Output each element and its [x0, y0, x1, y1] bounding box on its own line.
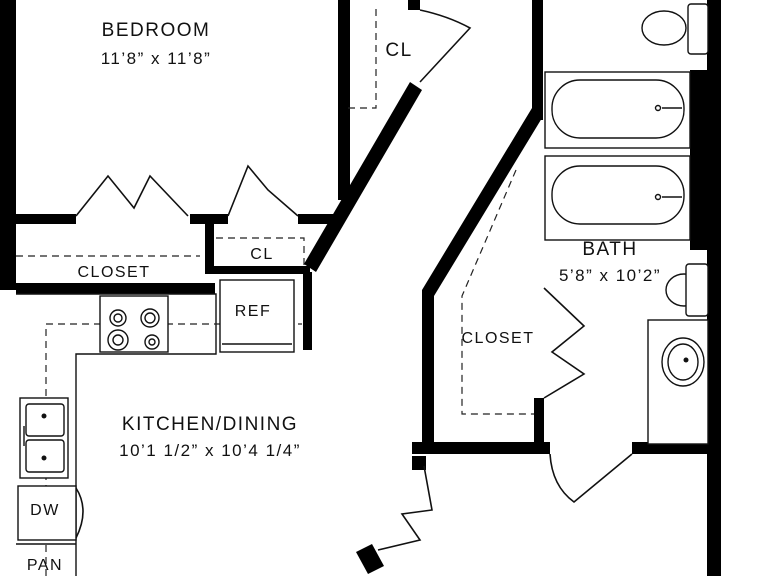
- bedroom-closet: CL: [348, 8, 472, 109]
- refrigerator: REF: [219, 279, 295, 353]
- hall-closet-label: CL: [250, 246, 273, 263]
- bifold-door-icon: [543, 287, 586, 399]
- dishwasher: DW: [17, 485, 84, 541]
- bath: BATH 5’8” x 10’2”: [544, 3, 709, 504]
- hall-closet: CL: [216, 237, 305, 266]
- walls: [0, 0, 721, 576]
- bath-size: 5’8” x 10’2”: [559, 266, 661, 285]
- toilet-icon: [641, 3, 709, 55]
- pantry-label: PAN: [27, 557, 63, 574]
- bifold-door-icon: [377, 465, 433, 551]
- kitchen: REF DW PAN KITCHEN/DINING 10’1 1/2” x 10…: [16, 279, 302, 576]
- bath-label: BATH: [582, 239, 637, 260]
- bifold-door-icon: [75, 174, 189, 217]
- refrigerator-label: REF: [235, 303, 272, 320]
- kitchen-size: 10’1 1/2” x 10’4 1/4”: [119, 441, 301, 460]
- bifold-door-icon: [227, 164, 299, 217]
- lavatory-icon: [647, 319, 709, 445]
- door-icon: [419, 9, 472, 83]
- range-icon: [99, 295, 169, 353]
- dishwasher-label: DW: [30, 502, 60, 519]
- bath-closet: CLOSET: [461, 169, 586, 415]
- bedroom: BEDROOM 11’8” x 11’8”: [75, 20, 299, 217]
- toilet-icon: [665, 263, 709, 317]
- bathtub-icon: [544, 71, 691, 149]
- bedroom-size: 11’8” x 11’8”: [101, 49, 212, 68]
- bedroom-label: BEDROOM: [102, 20, 211, 41]
- door-icon: [549, 453, 633, 504]
- sink-icon: [19, 397, 69, 479]
- kitchen-label: KITCHEN/DINING: [122, 414, 298, 435]
- pantry: PAN: [16, 543, 76, 574]
- bathtub-icon: [544, 155, 691, 241]
- bath-closet-label: CLOSET: [461, 330, 534, 347]
- linen-closet-label: CLOSET: [77, 264, 150, 281]
- linen-closet: CLOSET: [16, 255, 200, 281]
- bedroom-closet-label: CL: [385, 40, 412, 61]
